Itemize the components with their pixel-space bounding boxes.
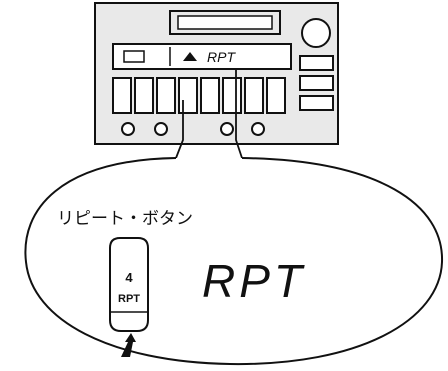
small-knob: [251, 122, 265, 136]
small-knob: [154, 122, 168, 136]
small-knob: [220, 122, 234, 136]
side-button-3: [299, 95, 334, 111]
radio-unit: RPT: [94, 2, 339, 145]
preset-button: [244, 77, 264, 114]
side-button-1: [299, 55, 334, 71]
preset-button-row: [112, 77, 286, 114]
press-arrow-icon: [121, 333, 136, 357]
rpt-button: [109, 237, 149, 332]
leader-line-right: [235, 70, 243, 159]
display-rpt-text: RPT: [207, 49, 236, 65]
callout-display-rpt: RPT: [202, 255, 306, 307]
preset-button-rpt: [178, 77, 198, 114]
callout-leader-lines: [175, 70, 243, 159]
preset-button: [200, 77, 220, 114]
preset-button: [112, 77, 132, 114]
volume-knob: [301, 18, 331, 48]
cassette-slot: [169, 10, 281, 35]
rpt-button-text: RPT: [118, 293, 140, 305]
preset-button: [156, 77, 176, 114]
preset-button: [134, 77, 154, 114]
mode-indicator: [123, 50, 145, 63]
cassette-slot-opening: [177, 15, 273, 30]
rpt-button-closeup: 4 RPT: [109, 237, 149, 332]
side-button-2: [299, 75, 334, 91]
preset-button: [266, 77, 286, 114]
small-knob: [121, 122, 135, 136]
preset-button: [222, 77, 242, 114]
rpt-button-number: 4: [125, 270, 133, 285]
bottom-knob-row: [121, 122, 265, 136]
callout-label: リピート・ボタン: [57, 209, 193, 229]
leader-line-left: [175, 100, 184, 159]
eject-icon: [183, 52, 197, 61]
display-window: [112, 43, 292, 70]
